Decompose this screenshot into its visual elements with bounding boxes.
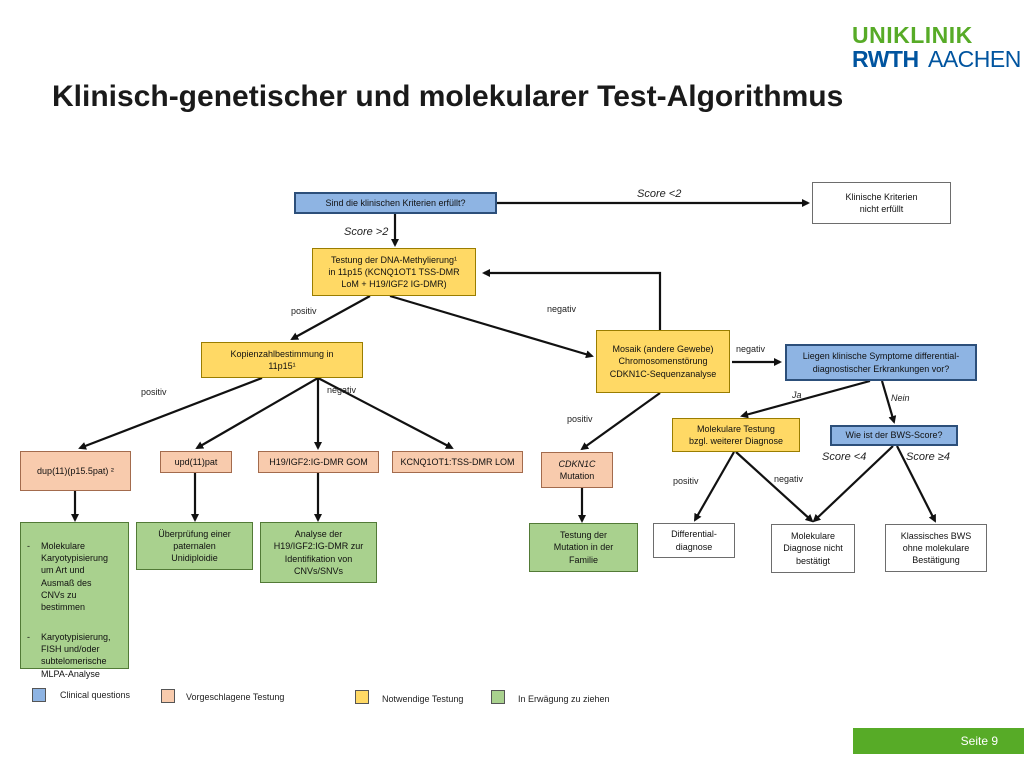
legend-label-required-testing: Notwendige Testung xyxy=(382,694,464,704)
box-molecular-testing: Molekulare Testung bzgl. weiterer Diagno… xyxy=(672,418,800,452)
box-karyotyping: Molekulare Karyotypisierung um Art und A… xyxy=(20,522,129,679)
logo-rwth: RWTH xyxy=(852,46,919,72)
arrow-copy-number-to-lom xyxy=(317,377,454,449)
arrow-copy-number-to-dup xyxy=(78,376,263,450)
box-cdkn1c-mutation: CDKN1C Mutation xyxy=(541,452,613,488)
label-score-lt2: Score <2 xyxy=(637,188,682,200)
arrow-symptoms-to-bws-q xyxy=(880,380,897,424)
legend-label-suggested-testing: Vorgeschlagene Testung xyxy=(186,692,285,702)
karyotyping-item: Molekulare Karyotypisierung um Art und A… xyxy=(27,540,111,613)
box-upd-check: Überprüfung einer paternalen Unidiploidi… xyxy=(136,522,253,570)
karyotyping-item: Karyotypisierung, FISH und/oder subtelom… xyxy=(27,631,111,680)
cdkn1c-gene-name: CDKN1C xyxy=(558,458,596,469)
footer-bar: Seite 9 xyxy=(853,728,1024,754)
box-upd-11-pat: upd(11)pat xyxy=(160,451,232,473)
box-kcnq1ot1-lom: KCNQ1OT1:TSS-DMR LOM xyxy=(392,451,523,473)
karyotyping-list: Molekulare Karyotypisierung um Art und A… xyxy=(27,528,111,698)
label-score-gt2: Score >2 xyxy=(344,226,389,238)
arrow-bws-q-to-mol-not xyxy=(812,445,894,523)
box-molecular-not-confirmed: Molekulare Diagnose nicht bestätigt xyxy=(771,524,855,573)
legend-label-clinical-questions: Clinical questions xyxy=(60,690,131,700)
label-positiv-dup: positiv xyxy=(141,387,167,397)
box-copy-number: Kopienzahlbestimmung in 11p15¹ xyxy=(201,342,363,378)
question-clinical-criteria: Sind die klinischen Kriterien erfüllt? xyxy=(294,192,497,214)
label-negativ-mol-not: negativ xyxy=(774,474,804,484)
label-positiv-copy-number: positiv xyxy=(291,306,317,316)
box-h19-analysis: Analyse der H19/IGF2:IG-DMR zur Identifi… xyxy=(260,522,377,583)
label-negativ-symptoms: negativ xyxy=(736,344,766,354)
box-mutation-family-testing: Testung der Mutation in der Familie xyxy=(529,523,638,572)
legend-swatch-suggested-testing xyxy=(161,689,175,703)
label-positiv-cdkn1c: positiv xyxy=(567,414,593,424)
question-bws-score: Wie ist der BWS-Score? xyxy=(830,425,958,446)
label-nein: Nein xyxy=(891,393,910,403)
arrow-mol-testing-to-mol-not xyxy=(735,451,814,523)
cdkn1c-mutation-label: Mutation xyxy=(559,471,595,481)
arrow-bws-q-to-classic xyxy=(896,445,936,523)
label-ja: Ja xyxy=(792,390,802,400)
box-h19-gom: H19/IGF2:IG-DMR GOM xyxy=(258,451,379,473)
arrow-methylation-to-copy-number xyxy=(290,295,371,340)
box-criteria-not-met: Klinische Kriterien nicht erfüllt xyxy=(812,182,951,224)
box-mosaic-chromosome: Mosaik (andere Gewebe) Chromosomenstörun… xyxy=(596,330,730,393)
legend-label-to-consider: In Erwägung zu ziehen xyxy=(518,694,610,704)
arrow-methylation-to-mosaic xyxy=(389,294,594,359)
logo-line-1: UNIKLINIK xyxy=(852,22,973,48)
legend-swatch-required-testing xyxy=(355,690,369,704)
label-score-ge4: Score ≥4 xyxy=(906,451,950,463)
arrow-mol-testing-to-diff-diag xyxy=(694,451,735,522)
legend-swatch-to-consider xyxy=(491,690,505,704)
question-differential-symptoms: Liegen klinische Symptome differential- … xyxy=(785,344,977,381)
box-methylation-testing: Testung der DNA-Methylierung¹ in 11p15 (… xyxy=(312,248,476,296)
label-positiv-diff-diag: positiv xyxy=(673,476,699,486)
box-classic-bws: Klassisches BWS ohne molekulare Bestätig… xyxy=(885,524,987,572)
arrow-symptoms-to-mol-testing xyxy=(740,379,871,419)
arrow-mosaic-to-cdkn1c xyxy=(580,392,661,451)
label-negativ-copy-number: negativ xyxy=(327,385,357,395)
page-number: Seite 9 xyxy=(960,734,998,748)
legend-swatch-clinical-questions xyxy=(32,688,46,702)
box-dup-11p15: dup(11)(p15.5pat) ² xyxy=(20,451,131,491)
label-negativ-mosaic: negativ xyxy=(547,304,577,314)
uniklinik-rwth-aachen-logo: UNIKLINIK RWTH AACHEN xyxy=(852,22,1021,72)
logo-aachen: AACHEN xyxy=(928,46,1021,72)
label-score-lt4: Score <4 xyxy=(822,451,867,463)
box-differential-diagnosis: Differential- diagnose xyxy=(653,523,735,558)
arrow-mosaic-back-to-methylation xyxy=(482,269,662,330)
arrow-copy-number-to-upd xyxy=(195,377,319,450)
slide-title: Klinisch-genetischer und molekularer Tes… xyxy=(52,80,844,113)
